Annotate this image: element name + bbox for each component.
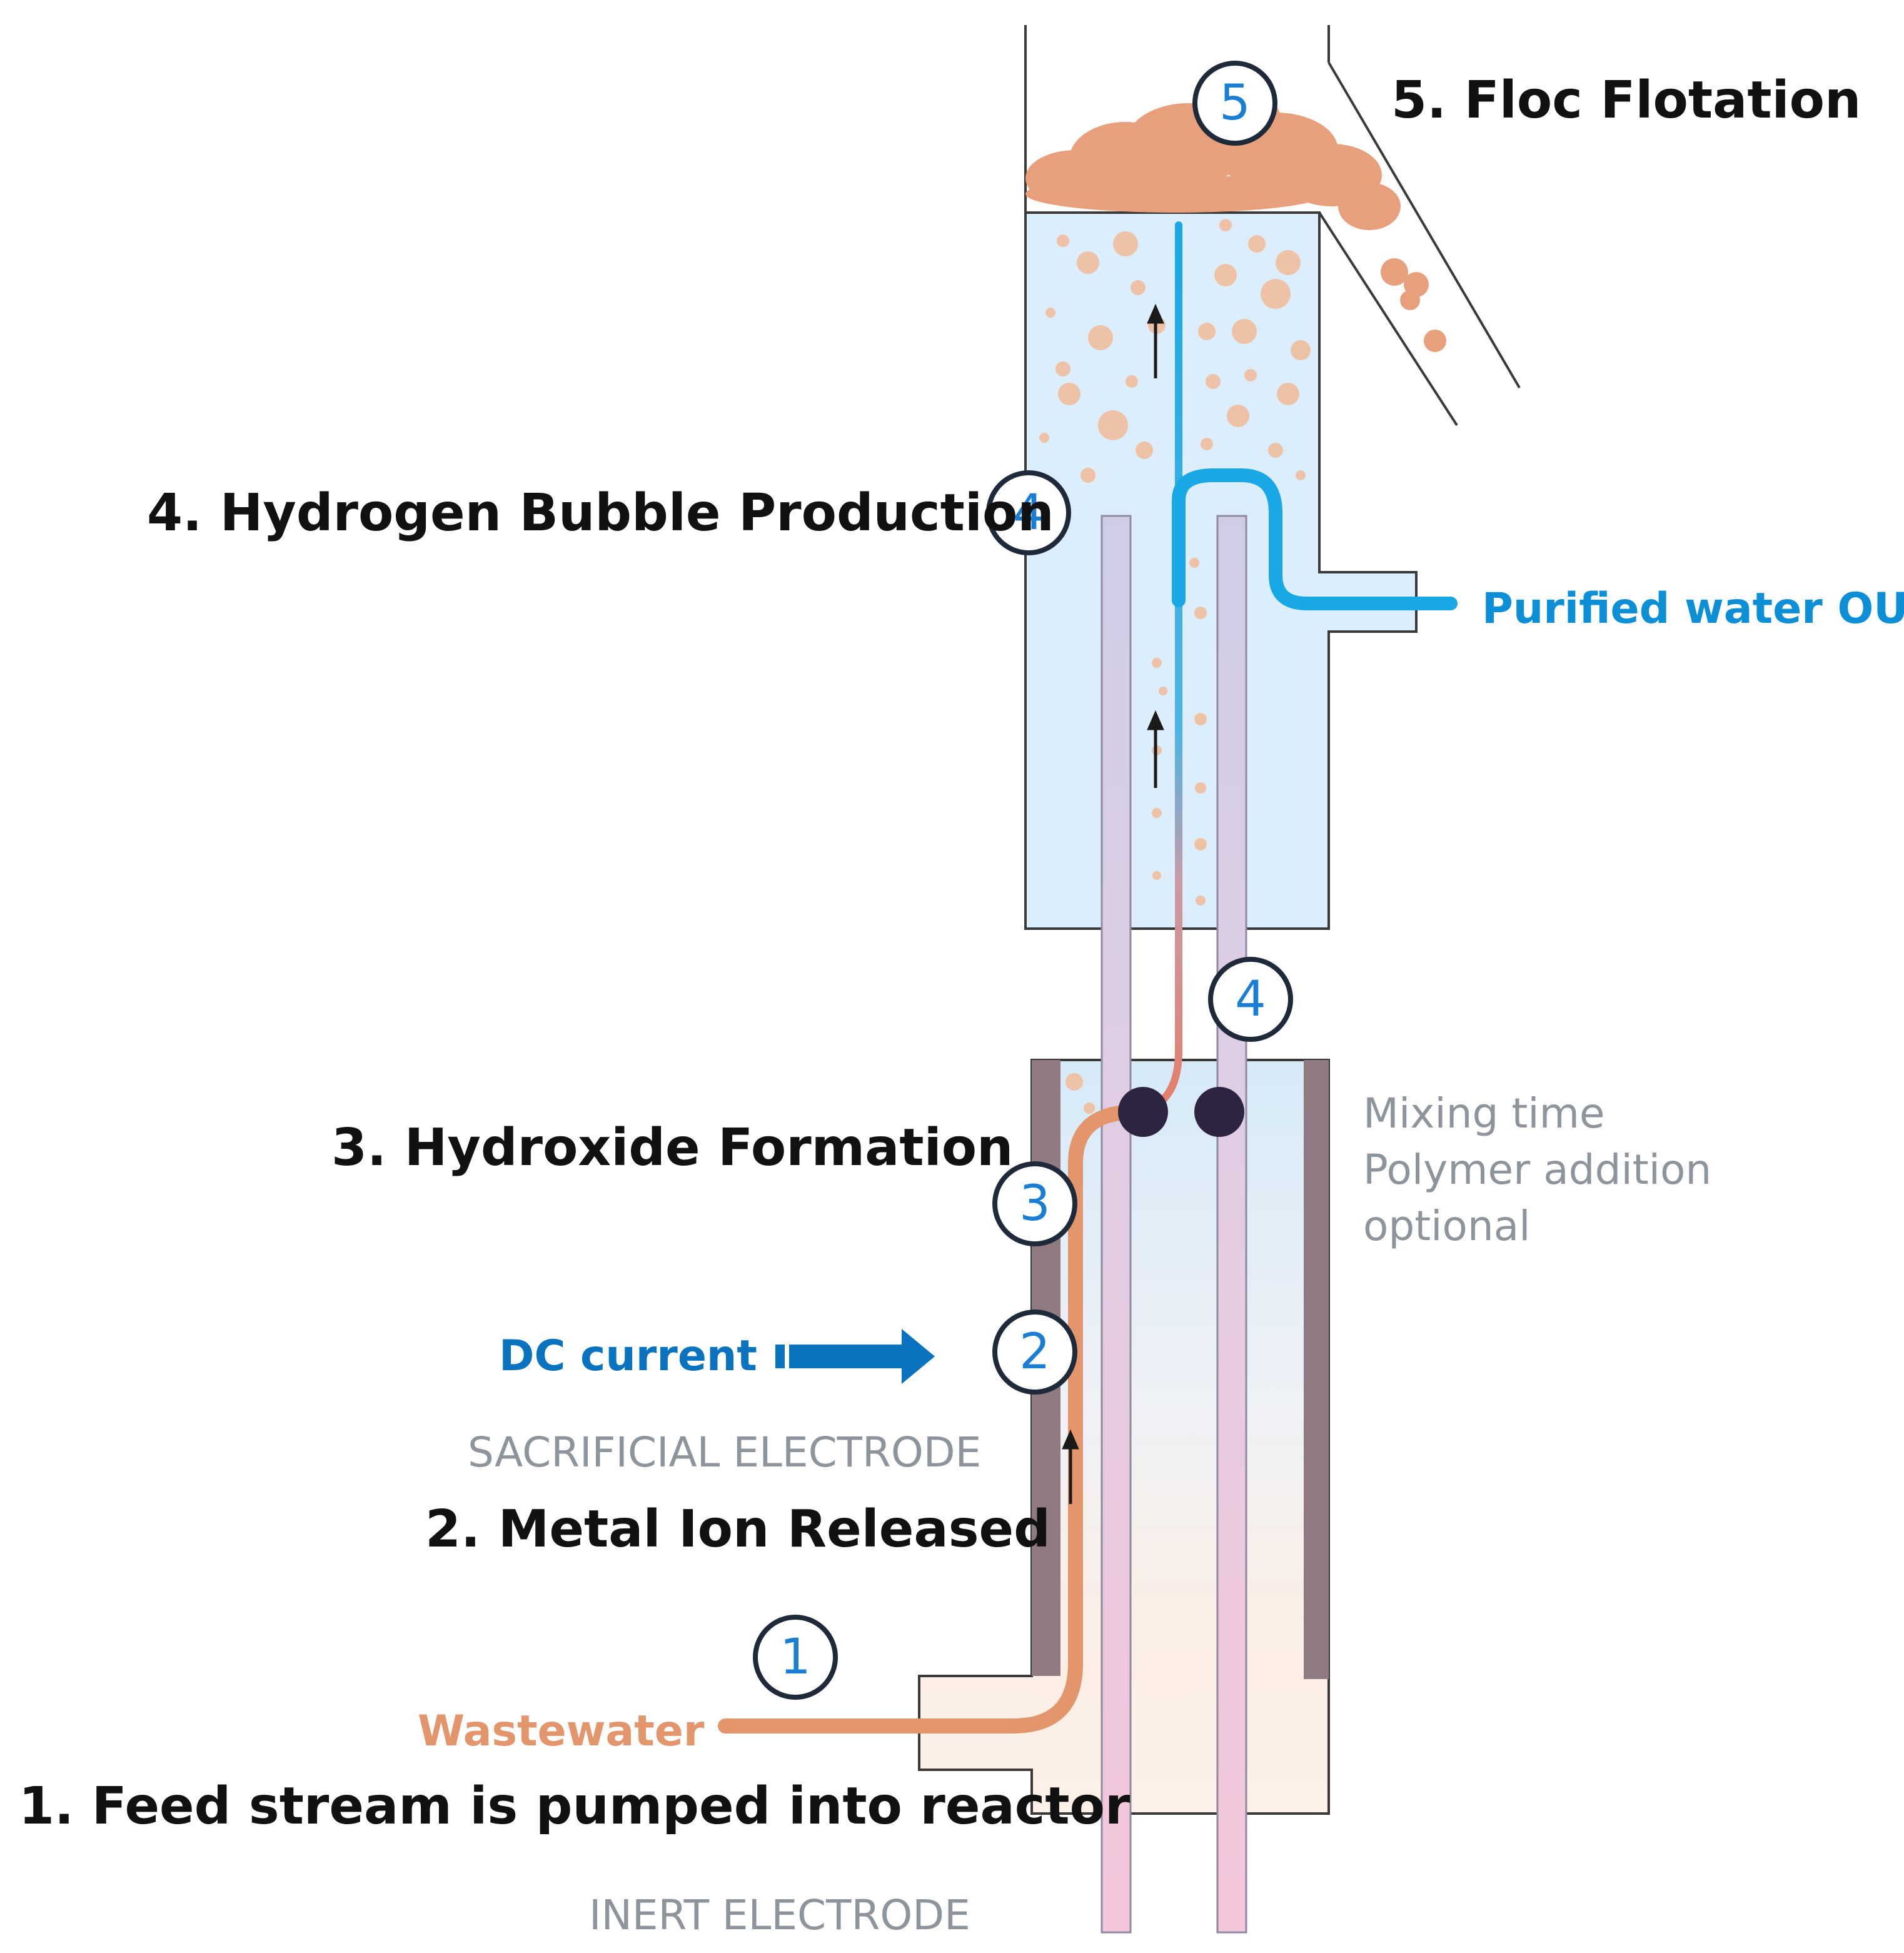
inert-electrode-rods: [1101, 515, 1247, 1934]
step-marker-2: 2: [992, 1310, 1077, 1395]
purified-water-stream: [1172, 468, 1458, 610]
electrode-junction-right: [1194, 1087, 1244, 1137]
purified-water-label: Purified water OUT: [1482, 584, 1904, 633]
wastewater-label: Wastewater: [418, 1707, 705, 1756]
mixing-time-label: Mixing time: [1363, 1089, 1605, 1138]
optional-label: optional: [1363, 1202, 1531, 1250]
step-marker-4-lower: 4: [1208, 957, 1293, 1042]
electrode-junction-left: [1118, 1087, 1168, 1137]
chute-inner-wall: [1318, 211, 1458, 426]
wastewater-stream: [718, 1103, 1152, 1733]
reactor-bubbles: [1065, 1073, 1095, 1114]
step5-label: 5. Floc Flotation: [1391, 71, 1861, 130]
svg-text:1: 1: [780, 1629, 811, 1685]
svg-text:3: 3: [1019, 1176, 1050, 1232]
dc-current-arrow: [775, 1329, 935, 1384]
step2-label: 2. Metal Ion Released: [425, 1500, 1050, 1559]
step-marker-4-upper: 4: [986, 470, 1071, 555]
svg-text:4: 4: [1013, 485, 1044, 541]
sacrificial-electrode-plate-right: [1304, 1060, 1329, 1679]
svg-text:5: 5: [1219, 75, 1251, 131]
dc-current-label: DC current: [499, 1331, 757, 1381]
step4-label: 4. Hydrogen Bubble Production: [147, 483, 1054, 543]
chute-outer-wall: [1327, 61, 1521, 389]
step-marker-3: 3: [992, 1161, 1077, 1246]
flow-arrows: [1062, 303, 1164, 1504]
polymer-addition-label: Polymer addition: [1363, 1146, 1712, 1194]
svg-text:4: 4: [1235, 971, 1266, 1027]
step-marker-1: 1: [753, 1615, 838, 1700]
inert-electrode-left: [1101, 515, 1132, 1934]
sacrificial-electrode-label: SACRIFICIAL ELECTRODE: [468, 1428, 982, 1476]
inert-electrode-right: [1216, 515, 1247, 1934]
svg-text:2: 2: [1019, 1324, 1050, 1380]
step-marker-5: 5: [1192, 61, 1277, 146]
step3-label: 3. Hydroxide Formation: [331, 1118, 1014, 1178]
inert-electrode-label: INERT ELECTRODE: [589, 1891, 970, 1939]
step1-label: 1. Feed stream is pumped into reactor: [19, 1777, 1131, 1836]
